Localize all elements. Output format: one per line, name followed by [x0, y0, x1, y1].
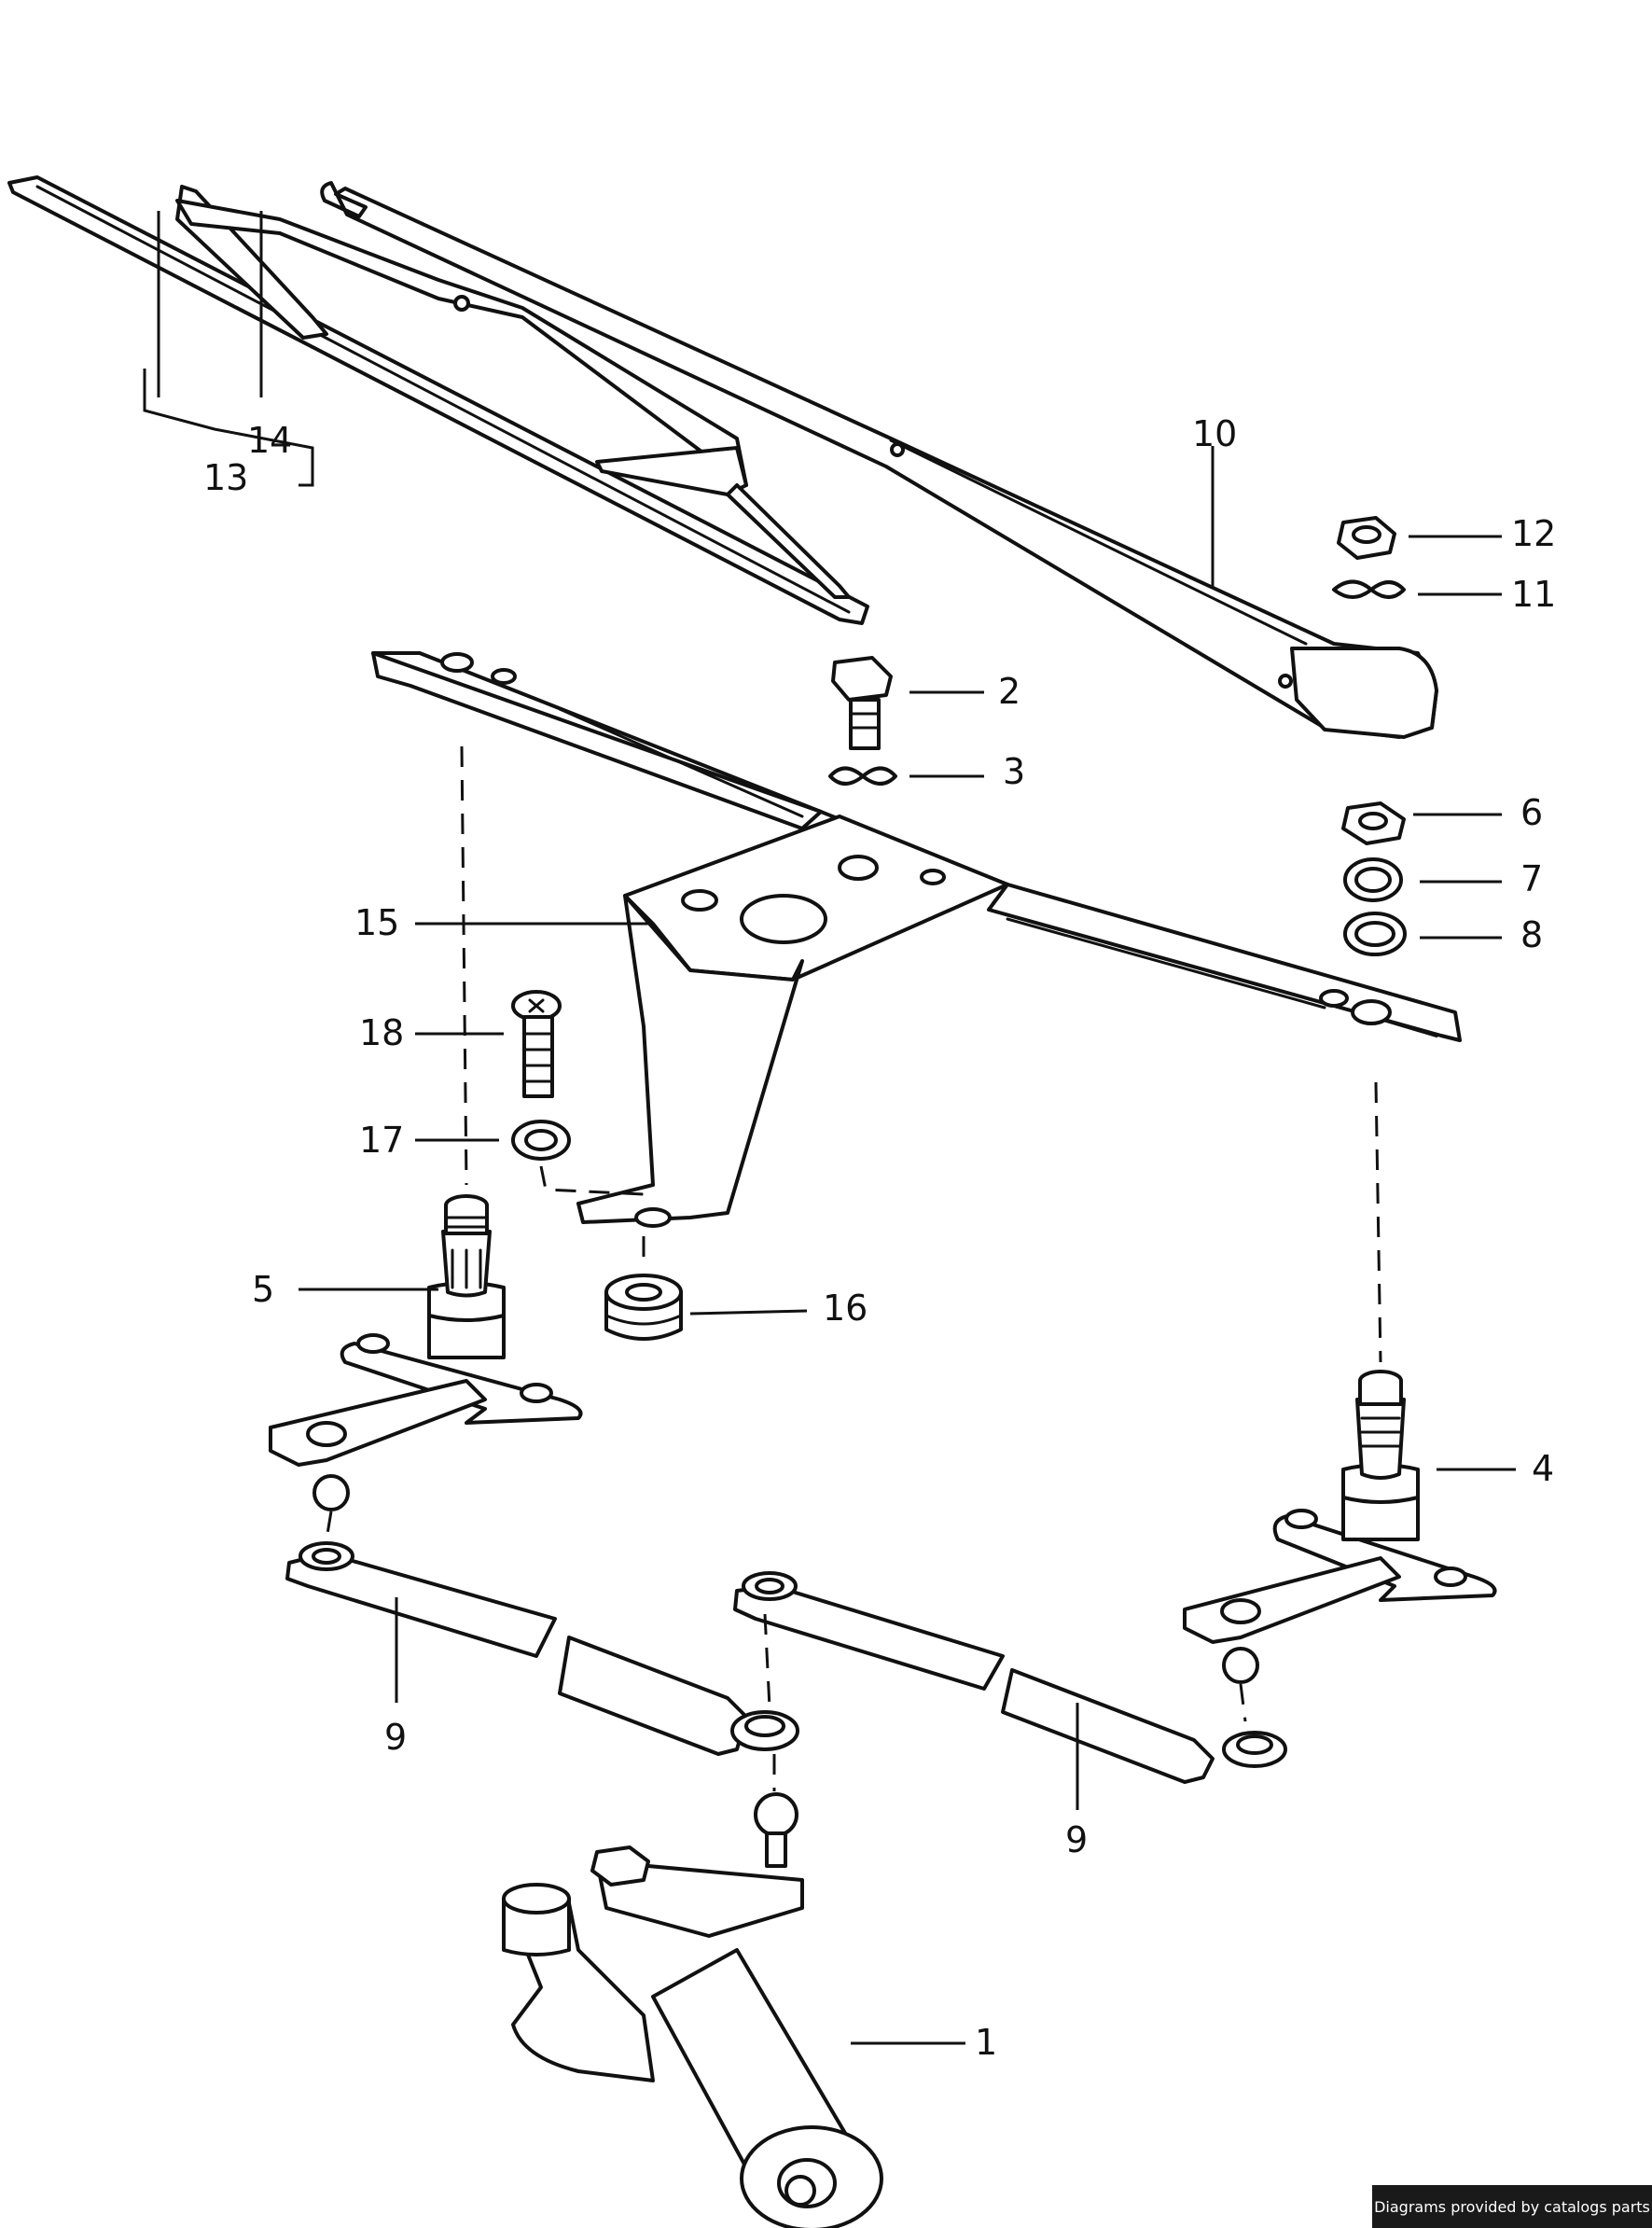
- callout-14: 14: [247, 420, 292, 461]
- washer-8[interactable]: [1343, 912, 1407, 956]
- callout-13: 13: [203, 457, 248, 498]
- wiper-bearing-right[interactable]: [1183, 1370, 1497, 1684]
- wiper-motor[interactable]: [502, 1792, 883, 2228]
- callout-1: 1: [975, 2022, 997, 2063]
- washer-17[interactable]: [511, 1120, 571, 1161]
- callout-12: 12: [1511, 513, 1556, 554]
- wiper-bearing-left[interactable]: [269, 1194, 583, 1511]
- callout-9b: 9: [1065, 1819, 1088, 1860]
- assembly-lines: [325, 745, 1382, 1791]
- nut-6[interactable]: [1341, 801, 1406, 845]
- callout-5: 5: [252, 1269, 274, 1310]
- callout-2: 2: [998, 671, 1020, 712]
- screw-18[interactable]: [511, 990, 562, 1098]
- wiper-arm[interactable]: [320, 181, 1438, 739]
- washer-3[interactable]: [828, 766, 897, 786]
- linkage-rod-left[interactable]: [285, 1541, 799, 1756]
- callout-10: 10: [1192, 413, 1237, 454]
- credit-banner: Diagrams provided by catalogs parts: [1372, 2185, 1652, 2228]
- nut-12[interactable]: [1337, 516, 1396, 560]
- washer-7[interactable]: [1343, 857, 1403, 902]
- callout-16: 16: [823, 1288, 868, 1329]
- callout-3: 3: [1003, 751, 1025, 792]
- callouts: 1 2 3 4 5 6 7 8 9 9 10 11 12 13 14 15 16…: [203, 413, 1556, 2063]
- bush-16[interactable]: [604, 1274, 683, 1341]
- linkage-rod-right[interactable]: [733, 1571, 1287, 1784]
- callout-15: 15: [354, 902, 399, 943]
- wiper-frame[interactable]: [371, 651, 1462, 1228]
- callout-7: 7: [1520, 858, 1543, 899]
- callout-6: 6: [1520, 792, 1543, 833]
- leader-lines: [143, 211, 1516, 2045]
- callout-18: 18: [359, 1012, 404, 1053]
- callout-8: 8: [1520, 914, 1543, 955]
- washer-11[interactable]: [1332, 579, 1406, 599]
- callout-4: 4: [1532, 1448, 1554, 1489]
- callout-11: 11: [1511, 574, 1556, 615]
- bolt-2[interactable]: [831, 656, 893, 750]
- callout-17: 17: [359, 1120, 404, 1161]
- wiper-blade[interactable]: [7, 175, 869, 625]
- callout-9a: 9: [384, 1717, 407, 1758]
